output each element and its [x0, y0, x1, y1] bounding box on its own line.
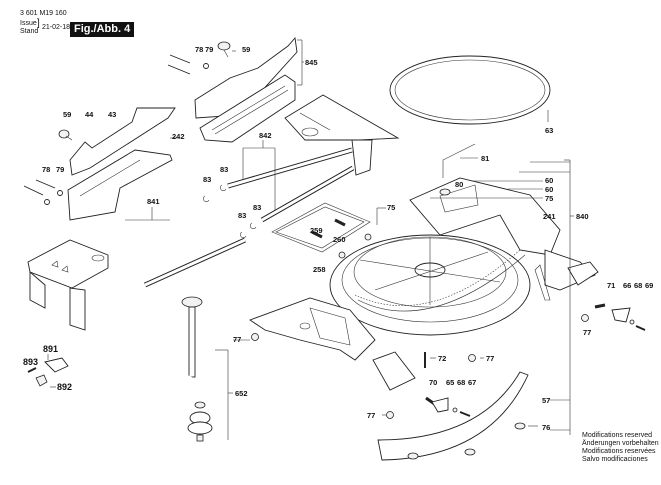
- callout-69: 69: [645, 281, 654, 290]
- knob-59-top: [217, 41, 231, 58]
- stand-label: Stand: [20, 28, 39, 35]
- callout-241: 241: [543, 212, 556, 221]
- callout-842: 842: [259, 131, 272, 140]
- callout-652: 652: [235, 389, 248, 398]
- callout-83: 83: [220, 165, 229, 174]
- callout-841: 841: [147, 197, 160, 206]
- callout-83: 83: [253, 203, 262, 212]
- callout-77: 77: [233, 335, 242, 344]
- modifications-notice: Modifications reserved Änderungen vorbeh…: [582, 432, 659, 464]
- front-arm: [249, 297, 376, 361]
- screws-78-79-left: [23, 179, 63, 205]
- callout-60: 60: [545, 185, 554, 194]
- callout-83: 83: [238, 211, 247, 220]
- callout-79: 79: [56, 165, 65, 174]
- lock-bracket-right: [567, 261, 646, 331]
- callout-68: 68: [634, 281, 643, 290]
- callout-81: 81: [481, 154, 490, 163]
- callout-260: 260: [333, 235, 346, 244]
- knob-59-left: [58, 129, 73, 141]
- callout-63: 63: [545, 126, 554, 135]
- callout-840: 840: [576, 212, 589, 221]
- callout-72: 72: [438, 354, 447, 363]
- fence-part-845: [194, 36, 298, 143]
- callout-66: 66: [623, 281, 632, 290]
- bracket-258: [271, 202, 372, 259]
- callout-59: 59: [63, 110, 72, 119]
- callout-78: 78: [195, 45, 204, 54]
- callout-242: 242: [172, 132, 185, 141]
- callout-845: 845: [305, 58, 318, 67]
- nut-80: [439, 188, 451, 196]
- callout-893: 893: [23, 357, 39, 367]
- figure-badge: Fig./Abb. 4: [70, 22, 135, 37]
- callout-43: 43: [108, 110, 117, 119]
- callout-70: 70: [429, 378, 438, 387]
- callout-892: 892: [57, 382, 73, 392]
- nut-77-c: [386, 411, 394, 419]
- part-number: 3 601 M19 160: [20, 10, 67, 17]
- issue-date: 21-02-18: [42, 24, 71, 31]
- callout-77: 77: [367, 411, 376, 420]
- adapter-891-892-893: [27, 357, 69, 387]
- bracket: ]: [37, 18, 40, 29]
- leader-lines: [47, 39, 574, 440]
- notice-de: Änderungen vorbehalten: [582, 440, 659, 447]
- table-extension-left: [27, 239, 109, 331]
- screws-78-79-top: [167, 54, 209, 75]
- callout-67: 67: [468, 378, 477, 387]
- fence-part-43-44: [67, 107, 176, 221]
- callout-68: 68: [457, 378, 466, 387]
- callout-75: 75: [545, 194, 554, 203]
- callout-258: 258: [313, 265, 326, 274]
- callout-80: 80: [455, 180, 464, 189]
- callout-79: 79: [205, 45, 214, 54]
- callout-71: 71: [607, 281, 616, 290]
- nut-77-a: [251, 333, 259, 341]
- notice-fr: Modifications reservées: [582, 448, 656, 455]
- callout-57: 57: [542, 396, 551, 405]
- callout-891: 891: [43, 344, 59, 354]
- callout-77: 77: [583, 328, 592, 337]
- pointer-assembly: [372, 351, 471, 417]
- callout-59: 59: [242, 45, 251, 54]
- callout-78: 78: [42, 165, 51, 174]
- callout-44: 44: [85, 110, 94, 119]
- notice-es: Salvo modificaciones: [582, 456, 648, 463]
- ring-part-63: [389, 55, 551, 125]
- callout-83: 83: [203, 175, 212, 184]
- callout-77: 77: [486, 354, 495, 363]
- callout-65: 65: [446, 378, 455, 387]
- nut-77-b: [468, 354, 476, 362]
- callout-75: 75: [387, 203, 396, 212]
- table-extension-right: [284, 94, 400, 176]
- bevel-scale-57: [377, 371, 529, 461]
- clamp-652: [138, 296, 213, 450]
- notice-en: Modifications reserved: [582, 432, 653, 439]
- callout-60: 60: [545, 176, 554, 185]
- callout-259: 259: [310, 226, 323, 235]
- turntable: [329, 234, 531, 336]
- hex-key-81: [442, 143, 476, 178]
- callout-76: 76: [542, 423, 551, 432]
- issue-label: Issue: [20, 20, 37, 27]
- rods-841-842: [99, 147, 355, 288]
